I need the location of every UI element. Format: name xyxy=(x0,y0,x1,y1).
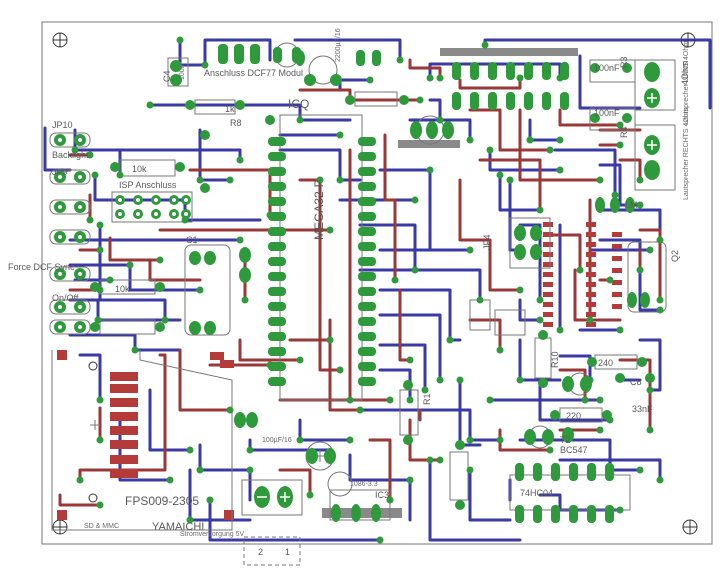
label-t2: T2 xyxy=(560,435,571,445)
label-1086: 1086-3.3 xyxy=(350,481,378,488)
label-sd-mmc: SD & MMC xyxy=(84,523,119,530)
label-c8: C8 xyxy=(630,377,642,387)
label-r3: R3 xyxy=(619,56,629,68)
label-r4: 10k xyxy=(132,164,147,174)
label-c1: C1 xyxy=(186,235,198,245)
label-r1b: R1 xyxy=(422,393,432,405)
label-240: 240 xyxy=(598,358,613,368)
label-r4b: R4 xyxy=(619,126,629,138)
smd-pads xyxy=(57,222,622,520)
label-isp: ISP Anschluss xyxy=(119,180,177,190)
label-1k: 1k xyxy=(225,104,235,114)
label-220: 220 xyxy=(566,411,581,421)
label-c8-val: 33nF xyxy=(632,404,653,414)
label-100nf-a: 100nF xyxy=(594,63,620,73)
label-ic3: IC3 xyxy=(375,490,389,500)
component-pads xyxy=(54,44,660,523)
label-bc547: BC547 xyxy=(560,445,588,455)
label-hc04: 74HC04 xyxy=(520,488,553,498)
label-conn-1: 1 xyxy=(285,547,290,557)
label-fps: FPS009-2305 xyxy=(125,494,199,508)
label-c4: C4 xyxy=(162,70,172,82)
pad-holes xyxy=(58,138,188,329)
label-backlight: Backlight xyxy=(52,150,89,160)
label-jp10: JP10 xyxy=(52,120,73,130)
label-4ohm: 4Ohm xyxy=(680,60,690,85)
label-r10: R10 xyxy=(550,351,560,368)
label-100n: 100n xyxy=(179,64,186,80)
label-ls-links: Lautsprecher LINKS 4Ohm xyxy=(683,41,690,125)
label-q2: Q2 xyxy=(670,250,680,262)
vias xyxy=(71,36,664,544)
label-2200: 2200µF/16 xyxy=(335,28,342,62)
label-force-dcf: Force DCF Sync xyxy=(8,262,75,272)
label-yamaichi: YAMAICHI xyxy=(152,521,204,533)
label-power: Stromversorgung 5V xyxy=(180,531,245,538)
label-100u: 100µF/16 xyxy=(262,437,292,444)
label-jp9: JP9 xyxy=(52,167,68,177)
label-100nf-b: 100nF xyxy=(594,108,620,118)
label-lm: LM xyxy=(625,200,638,210)
label-ls-rechts: Lautsprecher RECHTS 4Ohm xyxy=(683,107,690,200)
label-dcf: Anschluss DCF77 Modul xyxy=(204,68,303,78)
terminal-markers xyxy=(257,93,657,502)
label-conn-2: 2 xyxy=(258,547,263,557)
labels: MEGA32-P ICQ FPS009-2305 YAMAICHI SD & M… xyxy=(8,28,690,557)
label-onoff: On/Off xyxy=(52,293,79,303)
mounting-holes xyxy=(52,32,698,535)
label-jp4: JP4 xyxy=(482,234,492,250)
label-mcu: MEGA32-P xyxy=(312,179,326,240)
label-r8: R8 xyxy=(230,118,242,128)
label-r1: 10k xyxy=(115,284,130,294)
label-icq: ICQ xyxy=(288,97,309,111)
